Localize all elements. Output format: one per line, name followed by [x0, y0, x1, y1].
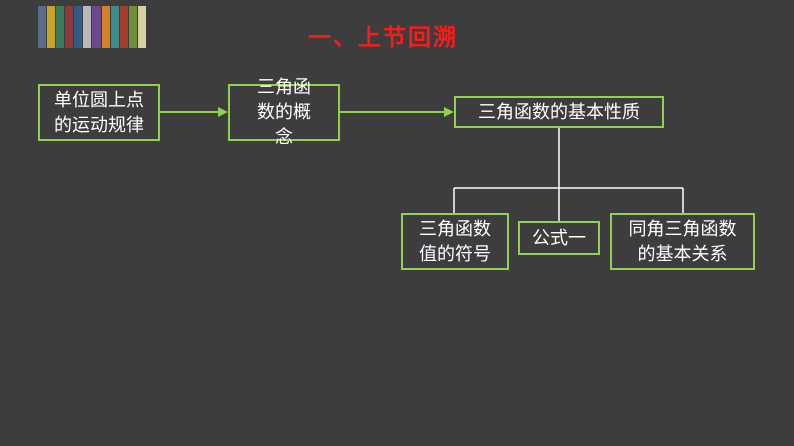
- book-spine: [56, 6, 65, 48]
- node-relations: 同角三角函数的基本关系: [610, 213, 755, 270]
- book-spine: [65, 6, 74, 48]
- book-spine: [74, 6, 83, 48]
- node-sign: 三角函数值的符号: [401, 213, 509, 270]
- book-spine: [119, 6, 128, 48]
- book-spine: [38, 6, 47, 48]
- node-properties: 三角函数的基本性质: [454, 96, 664, 128]
- book-spine: [92, 6, 101, 48]
- book-spine: [101, 6, 110, 48]
- arrowhead-concept-to-properties: [444, 107, 454, 117]
- bookshelf-image: [38, 6, 146, 48]
- node-unit-circle: 单位圆上点的运动规律: [38, 84, 160, 141]
- slide-title: 一、上节回溯: [308, 25, 458, 51]
- book-spine: [128, 6, 137, 48]
- arrowhead-unit-to-concept: [218, 107, 228, 117]
- node-formula-one: 公式一: [518, 221, 600, 255]
- node-concept: 三角函数的概念: [228, 77, 340, 148]
- book-spine: [47, 6, 56, 48]
- book-spine: [137, 6, 146, 48]
- book-spine: [110, 6, 119, 48]
- book-spine: [83, 6, 92, 48]
